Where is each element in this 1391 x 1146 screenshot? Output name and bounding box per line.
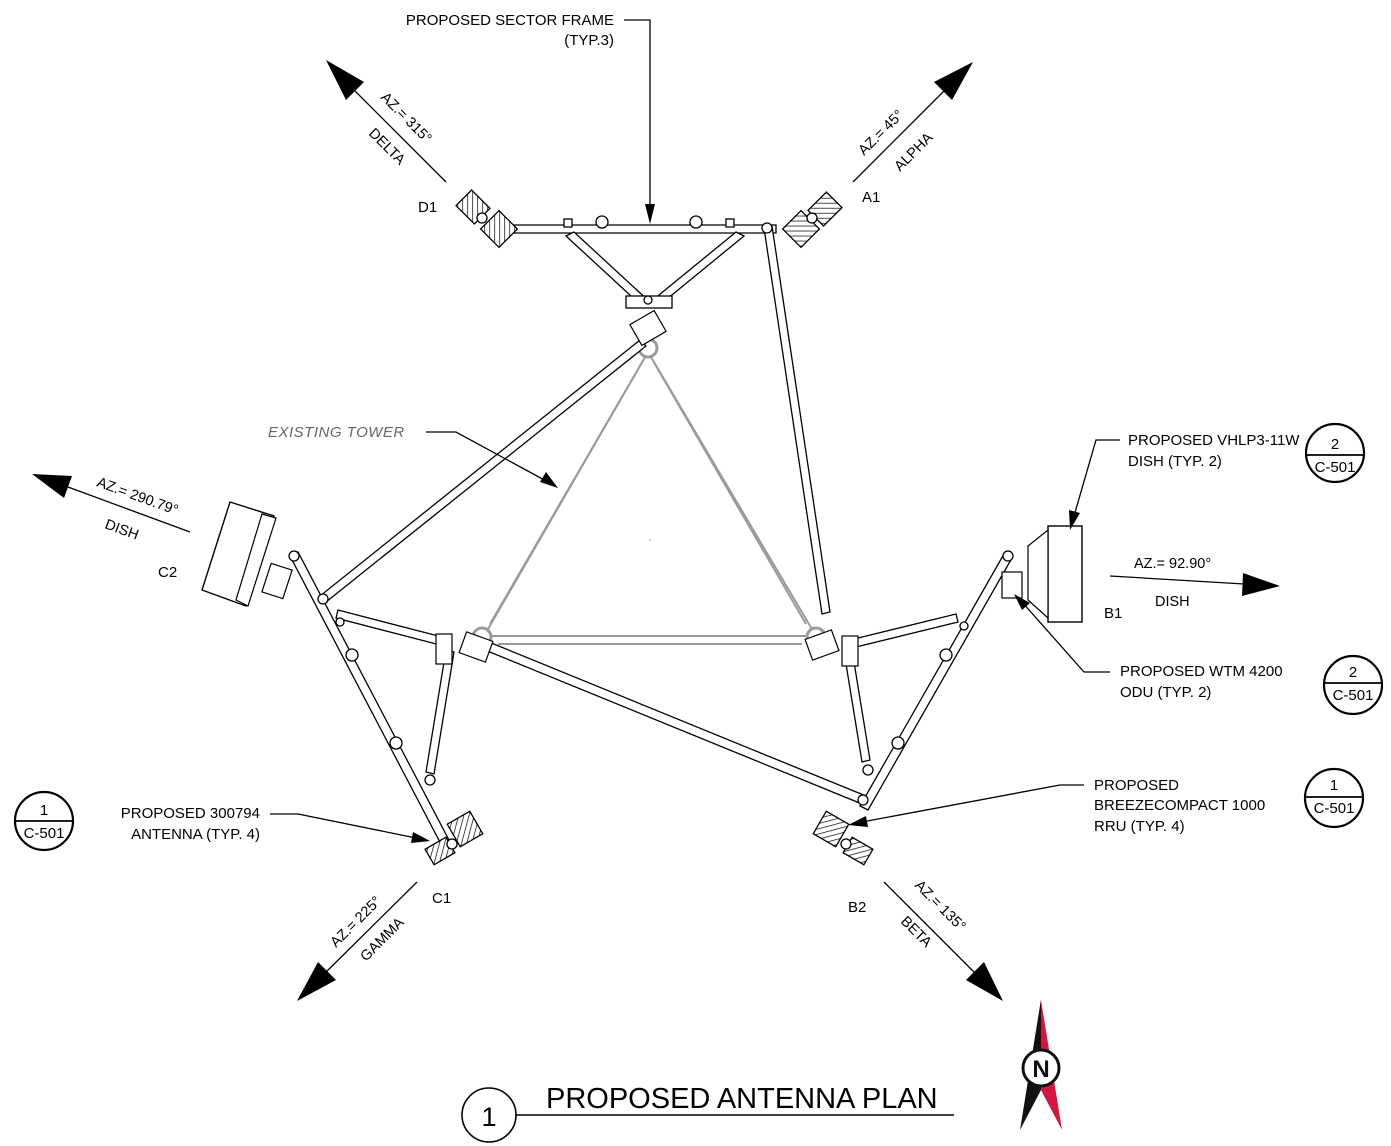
antenna-d1: [455, 189, 519, 249]
sector-name-delta: DELTA: [365, 126, 408, 169]
dish-c2: [201, 501, 300, 607]
antenna-b2: [812, 810, 874, 866]
dish-b1: [1001, 525, 1083, 623]
north-arrow-icon: N: [1020, 1000, 1062, 1130]
arrow-delta: [347, 83, 447, 183]
callout-odu-line1: PROPOSED WTM 4200: [1120, 663, 1283, 680]
sector-id-d1: D1: [418, 199, 437, 216]
arrow-b1: [1109, 575, 1245, 585]
leader-odu: [1021, 601, 1110, 673]
azimuth-b1: AZ.= 92.90°: [1134, 556, 1211, 572]
sector-id-b1: B1: [1104, 605, 1122, 622]
callout-rru-line2: BREEZECOMPACT 1000: [1094, 797, 1265, 814]
azimuth-alpha: AZ.= 45°: [856, 107, 908, 159]
antenna-c1: [424, 810, 484, 866]
title-text: PROPOSED ANTENNA PLAN: [546, 1083, 938, 1115]
callout-rru-line3: RRU (TYP. 4): [1094, 818, 1185, 835]
ref-bubble-rru: 1 C-501: [1303, 767, 1365, 829]
arrow-gamma: [319, 881, 418, 979]
drawing-title: 1 PROPOSED ANTENNA PLAN: [461, 1083, 954, 1143]
sector-id-b2: B2: [848, 899, 866, 916]
ref-bubble-antenna: 1 C-501: [13, 790, 75, 852]
callout-antenna-line2: ANTENNA (TYP. 4): [131, 826, 260, 843]
north-letter: N: [1032, 1056, 1049, 1083]
callout-sector-frame-line1: PROPOSED SECTOR FRAME: [406, 12, 614, 29]
arrow-alpha: [852, 84, 951, 183]
sector-frames: [289, 215, 1013, 847]
leader-rru: [861, 784, 1084, 823]
ref-bubble-odu: 2 C-501: [1322, 654, 1384, 716]
leader-antenna: [270, 813, 417, 839]
sector-id-a1: A1: [862, 189, 880, 206]
ref-dish-sheet: C-501: [1315, 459, 1356, 476]
callout-antenna-line1: PROPOSED 300794: [121, 805, 260, 822]
existing-tower: [471, 337, 827, 648]
ref-antenna-num: 1: [40, 802, 48, 819]
callout-dish-line1: PROPOSED VHLP3-11W: [1128, 432, 1300, 449]
callout-dish-line2: DISH (TYP. 2): [1128, 453, 1222, 470]
sector-name-beta: BETA: [897, 914, 935, 952]
callout-sector-frame-line2: (TYP.3): [564, 32, 614, 49]
sector-name-b1: DISH: [1155, 594, 1190, 610]
sector-antennas: [424, 189, 874, 866]
arrow-beta: [883, 881, 981, 979]
sector-name-c2: DISH: [103, 517, 141, 544]
ref-dish-num: 2: [1331, 436, 1339, 453]
arrow-c2: [67, 486, 191, 533]
azimuth-arrows: [32, 60, 1280, 1001]
callout-rru-line1: PROPOSED: [1094, 777, 1179, 794]
sector-id-c1: C1: [432, 890, 451, 907]
antenna-a1: [781, 191, 843, 249]
leader-dish: [1073, 439, 1120, 517]
leader-sector-frame: [624, 19, 651, 210]
title-number: 1: [481, 1102, 496, 1132]
callout-existing-tower: EXISTING TOWER: [268, 424, 405, 441]
callout-odu-line2: ODU (TYP. 2): [1120, 684, 1211, 701]
ref-rru-num: 1: [1330, 777, 1338, 794]
ref-bubble-dish: 2 C-501: [1304, 422, 1366, 484]
ref-odu-sheet: C-501: [1333, 687, 1374, 704]
leader-existing-tower: [426, 431, 549, 483]
sector-id-c2: C2: [158, 564, 177, 581]
ref-antenna-sheet: C-501: [24, 825, 65, 842]
ref-odu-num: 2: [1349, 664, 1357, 681]
ref-rru-sheet: C-501: [1314, 800, 1355, 817]
